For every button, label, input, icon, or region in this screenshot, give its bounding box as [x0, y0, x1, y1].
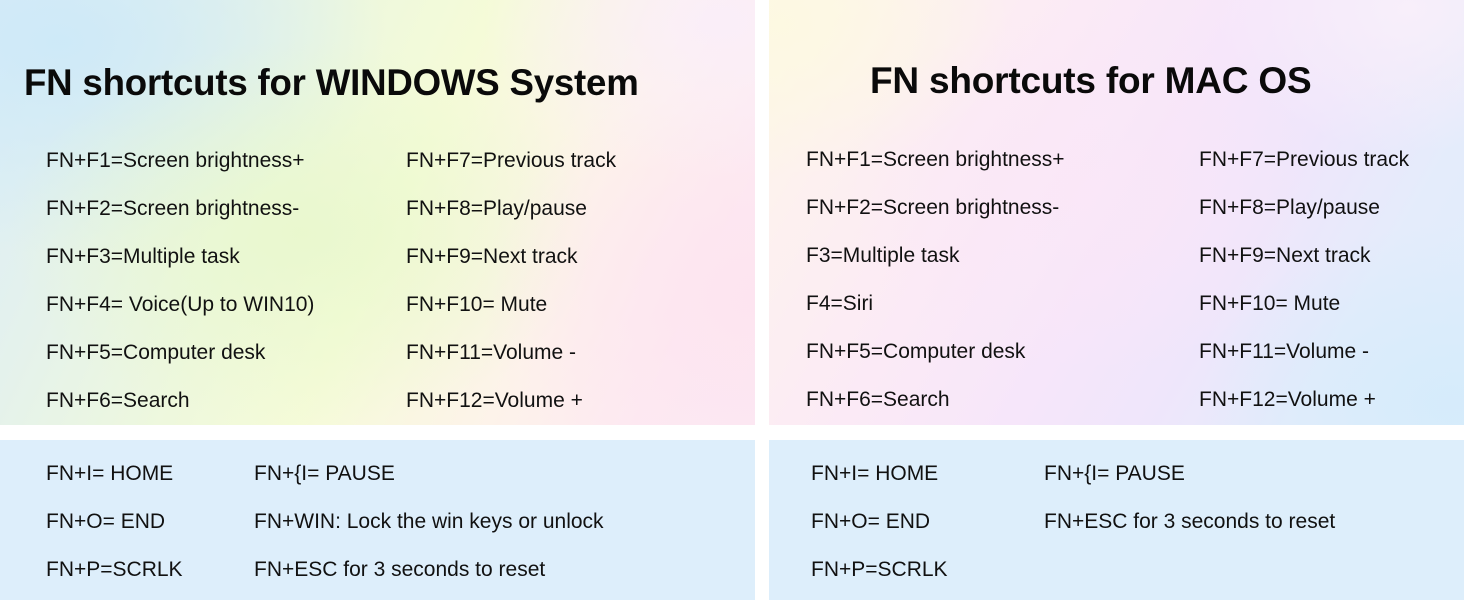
shortcut-line: FN+F7=Previous track: [406, 149, 617, 172]
shortcut-line: FN+F12=Volume +: [1199, 388, 1376, 411]
shortcut-line: FN+F2=Screen brightness-: [806, 196, 1060, 219]
shortcut-line: FN+P=SCRLK: [46, 558, 183, 581]
shortcut-line: FN+I= HOME: [46, 462, 174, 485]
shortcut-line: FN+F12=Volume +: [406, 389, 583, 412]
shortcut-line: FN+WIN: Lock the win keys or unlock: [254, 510, 604, 533]
shortcut-line: FN+F10= Mute: [406, 293, 548, 316]
shortcut-line: FN+F9=Next track: [1199, 244, 1371, 267]
shortcut-line: FN+F6=Search: [46, 389, 190, 412]
mac-fn-keys-right-column: FN+F7=Previous track FN+F8=Play/pause FN…: [1199, 136, 1409, 424]
mac-extra-left-column: FN+I= HOME FN+O= END FN+P=SCRLK: [811, 450, 948, 594]
shortcut-line: FN+ESC for 3 seconds to reset: [1044, 510, 1336, 533]
shortcut-line: FN+F6=Search: [806, 388, 950, 411]
windows-shortcuts-panel: FN shortcuts for WINDOWS System FN+F1=Sc…: [0, 0, 755, 425]
mac-fn-keys-left-column: FN+F1=Screen brightness+ FN+F2=Screen br…: [806, 136, 1065, 424]
shortcut-line: FN+F11=Volume -: [1199, 340, 1370, 363]
shortcut-line: FN+F1=Screen brightness+: [806, 148, 1065, 171]
shortcut-line: FN+{I= PAUSE: [254, 462, 395, 485]
shortcut-line: FN+F1=Screen brightness+: [46, 149, 305, 172]
shortcut-line: FN+F9=Next track: [406, 245, 578, 268]
mac-extra-shortcuts-panel: FN+I= HOME FN+O= END FN+P=SCRLK FN+{I= P…: [769, 440, 1464, 600]
shortcut-line: FN+P=SCRLK: [811, 558, 948, 581]
shortcut-line: FN+F10= Mute: [1199, 292, 1341, 315]
shortcut-line: F4=Siri: [806, 292, 874, 315]
windows-extra-left-column: FN+I= HOME FN+O= END FN+P=SCRLK: [46, 450, 183, 594]
windows-fn-keys-right-column: FN+F7=Previous track FN+F8=Play/pause FN…: [406, 137, 616, 425]
shortcut-line: FN+F7=Previous track: [1199, 148, 1410, 171]
shortcut-line: FN+F4= Voice(Up to WIN10): [46, 293, 315, 316]
shortcut-line: FN+ESC for 3 seconds to reset: [254, 558, 546, 581]
windows-extra-shortcuts-panel: FN+I= HOME FN+O= END FN+P=SCRLK FN+{I= P…: [0, 440, 755, 600]
shortcut-line: FN+F11=Volume -: [406, 341, 577, 364]
shortcut-line: FN+{I= PAUSE: [1044, 462, 1185, 485]
windows-extra-right-column: FN+{I= PAUSE FN+WIN: Lock the win keys o…: [254, 450, 604, 594]
shortcut-line: FN+F5=Computer desk: [806, 340, 1026, 363]
shortcut-line: F3=Multiple task: [806, 244, 960, 267]
shortcut-line: FN+O= END: [811, 510, 931, 533]
mac-extra-right-column: FN+{I= PAUSE FN+ESC for 3 seconds to res…: [1044, 450, 1335, 546]
windows-fn-keys-left-column: FN+F1=Screen brightness+ FN+F2=Screen br…: [46, 137, 314, 425]
shortcut-line: FN+I= HOME: [811, 462, 939, 485]
shortcut-line: FN+F2=Screen brightness-: [46, 197, 300, 220]
shortcut-line: FN+F3=Multiple task: [46, 245, 240, 268]
shortcut-line: FN+F8=Play/pause: [1199, 196, 1380, 219]
shortcut-line: FN+O= END: [46, 510, 166, 533]
windows-panel-title: FN shortcuts for WINDOWS System: [24, 62, 639, 103]
mac-shortcuts-panel: FN shortcuts for MAC OS FN+F1=Screen bri…: [769, 0, 1464, 425]
shortcut-line: FN+F5=Computer desk: [46, 341, 266, 364]
shortcut-line: FN+F8=Play/pause: [406, 197, 587, 220]
mac-panel-title: FN shortcuts for MAC OS: [870, 60, 1312, 101]
